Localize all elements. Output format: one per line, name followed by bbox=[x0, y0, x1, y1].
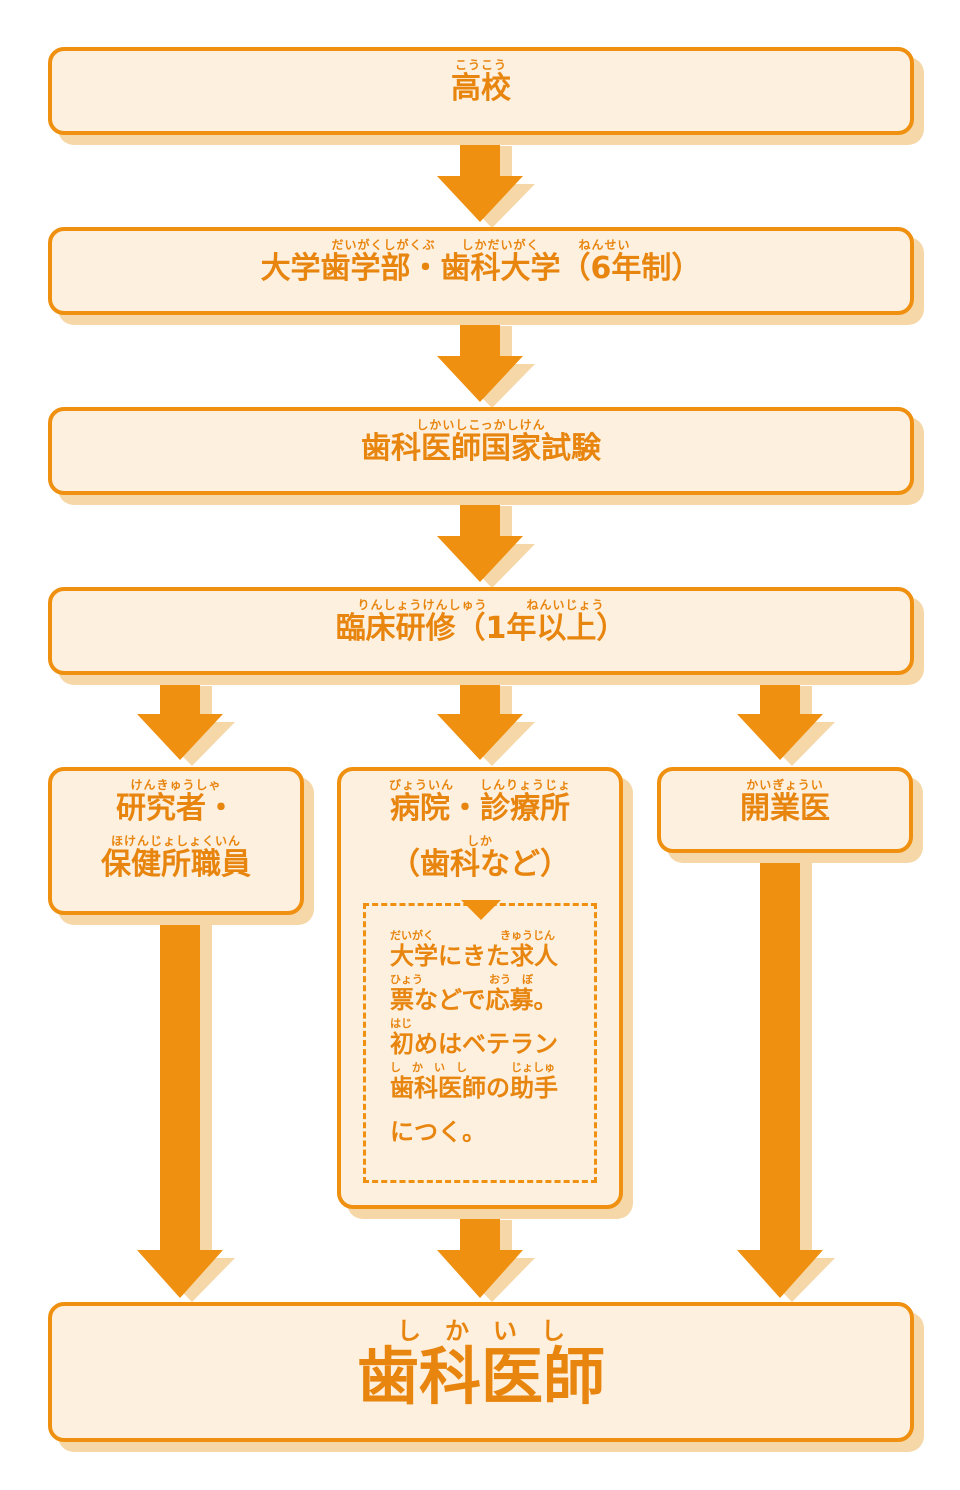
note-ruby-2: ひょう おう ぼ bbox=[390, 973, 533, 986]
dentist-ruby: し か い し bbox=[397, 1317, 565, 1345]
university-label: 大学歯学部・歯科大学（6年制） bbox=[260, 251, 702, 286]
arrow-highschool-to-university bbox=[437, 138, 523, 222]
arrow-training-to-hospital bbox=[437, 678, 523, 760]
high-school-ruby: こうこう bbox=[454, 58, 507, 72]
arrow-research-to-dentist bbox=[137, 916, 223, 1298]
training-box bbox=[48, 587, 914, 675]
note-ruby-1: だいがく きゅうじん bbox=[390, 929, 555, 942]
training-ruby: りんしょうけんしゅう ねんいじょう bbox=[357, 598, 605, 612]
clinic-ruby: かいぎょうい bbox=[746, 778, 824, 792]
university-ruby: だいがくしがくぶ しかだいがく ねんせい bbox=[331, 238, 631, 252]
exam-box bbox=[48, 407, 914, 495]
hospital-label-1: 病院・診療所 bbox=[390, 791, 570, 826]
arrow-training-to-research bbox=[137, 678, 223, 760]
training-node: りんしょうけんしゅう ねんいじょう 臨床研修（1年以上） bbox=[48, 598, 914, 646]
training-label: 臨床研修（1年以上） bbox=[335, 611, 627, 646]
arrow-exam-to-training bbox=[437, 498, 523, 582]
arrow-training-to-clinic bbox=[737, 678, 823, 760]
note-ruby-3: はじ bbox=[390, 1017, 412, 1030]
note-line-4: 歯科医師の助手 bbox=[390, 1074, 558, 1102]
high-school-node: こうこう 高校 bbox=[48, 58, 914, 106]
hospital-box bbox=[337, 767, 623, 1209]
exam-node: しかいしこっかしけん 歯科医師国家試験 bbox=[48, 418, 914, 466]
research-label-2: 保健所職員 bbox=[101, 847, 251, 882]
dentist-box bbox=[48, 1302, 914, 1442]
clinic-label: 開業医 bbox=[740, 791, 830, 826]
note-line-3: 初めはベテラン bbox=[390, 1030, 558, 1058]
research-box bbox=[48, 767, 304, 915]
note-ruby-5 bbox=[390, 1106, 558, 1118]
exam-ruby: しかいしこっかしけん bbox=[416, 418, 546, 432]
university-box bbox=[48, 227, 914, 315]
exam-label: 歯科医師国家試験 bbox=[361, 431, 601, 466]
university-node: だいがくしがくぶ しかだいがく ねんせい 大学歯学部・歯科大学（6年制） bbox=[48, 238, 914, 286]
note-text: だいがく きゅうじん 大学にきた求人 ひょう おう ぼ 票などで応募。 はじ 初… bbox=[390, 929, 558, 1147]
research-ruby-1: けんきゅうしゃ bbox=[130, 778, 222, 792]
arrow-hospital-to-dentist bbox=[437, 1212, 523, 1298]
arrow-clinic-to-dentist bbox=[737, 854, 823, 1298]
hospital-ruby-2: しか bbox=[466, 834, 493, 848]
note-pointer-triangle bbox=[461, 900, 501, 920]
high-school-box bbox=[48, 47, 914, 135]
clinic-box bbox=[657, 767, 913, 853]
research-label-1: 研究者・ bbox=[116, 791, 236, 826]
research-node: けんきゅうしゃ 研究者・ ほけんじょしょくいん 保健所職員 bbox=[48, 778, 304, 882]
note-line-5: につく。 bbox=[390, 1118, 486, 1146]
research-ruby-2: ほけんじょしょくいん bbox=[110, 834, 241, 848]
note-ruby-4: し か い し じょしゅ bbox=[390, 1061, 555, 1074]
clinic-node: かいぎょうい 開業医 bbox=[657, 778, 913, 826]
dentist-node: し か い し 歯科医師 bbox=[48, 1318, 914, 1410]
note-line-2: 票などで応募。 bbox=[390, 986, 558, 1014]
arrow-university-to-exam bbox=[437, 318, 523, 402]
note-line-1: 大学にきた求人 bbox=[390, 942, 558, 970]
hospital-node: びょういん しんりょうじょ 病院・診療所 しか （歯科など） bbox=[337, 778, 623, 882]
hospital-ruby-1: びょういん しんりょうじょ bbox=[388, 778, 571, 792]
dentist-label: 歯科医師 bbox=[356, 1340, 605, 1413]
hospital-label-2: （歯科など） bbox=[390, 847, 570, 882]
high-school-label: 高校 bbox=[451, 71, 511, 106]
